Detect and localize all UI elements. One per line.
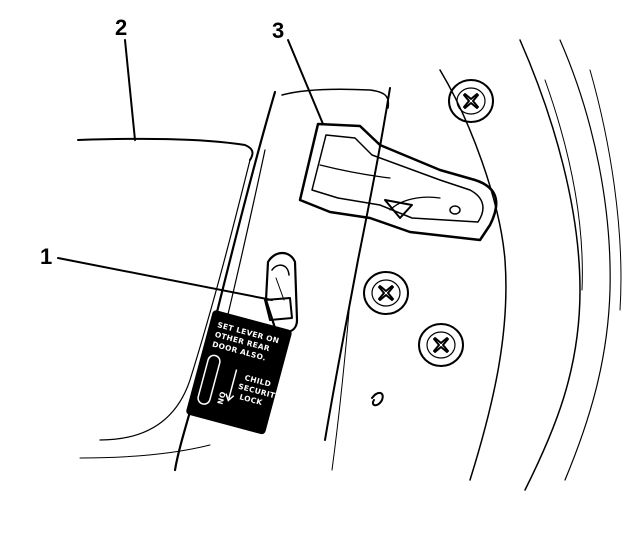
child-lock-lever: [264, 251, 299, 334]
screw-lower: [418, 323, 464, 367]
callout-3: 3: [272, 18, 284, 43]
door-edge-lines: [324, 39, 622, 491]
decal-on-label: ON: [215, 391, 227, 406]
clip-mark: [371, 392, 384, 407]
screw-middle: [363, 271, 409, 315]
child-lock-decal: SET LEVER ON OTHER REAR DOOR ALSO. ON CH…: [186, 310, 292, 435]
latch-striker: [298, 122, 498, 242]
trim-edge: [77, 137, 254, 459]
leader-lines: [57, 39, 324, 301]
screw-top: [448, 79, 494, 123]
callout-1: 1: [40, 244, 52, 269]
callout-2: 2: [115, 15, 127, 40]
